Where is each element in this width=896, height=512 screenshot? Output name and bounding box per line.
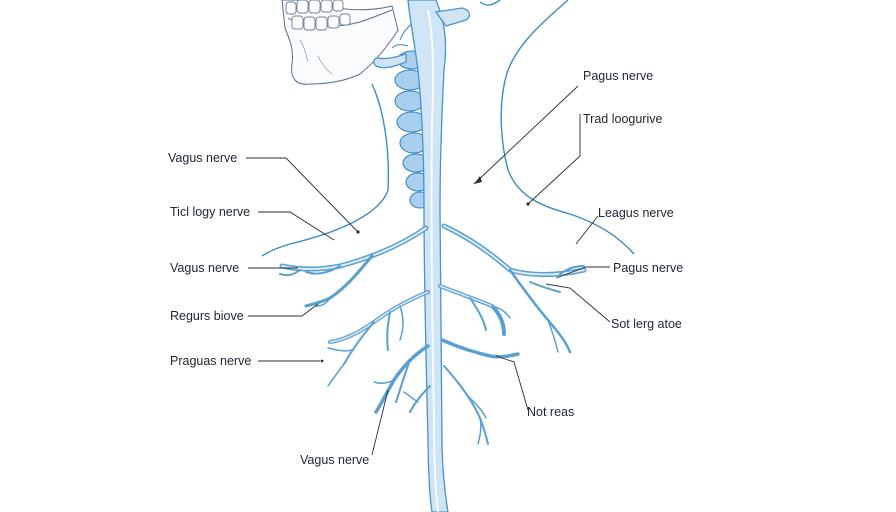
label-sot-lerg-atoe: Sot lerg atoe — [611, 317, 682, 331]
teeth — [285, 0, 351, 31]
vagus-main-trunk — [373, 0, 471, 512]
nerve-branches — [279, 223, 587, 445]
body-outline — [261, 0, 635, 257]
skull-illustration — [281, 0, 399, 85]
label-leagus-nerve: Leagus nerve — [598, 206, 674, 220]
label-pagus-nerve-1: Pagus nerve — [583, 69, 653, 83]
label-regurs-biove: Regurs biove — [170, 309, 244, 323]
label-vagus-nerve-2: Vagus nerve — [170, 261, 239, 275]
labels: Vagus nerve Ticl logy nerve Vagus nerve … — [168, 69, 683, 467]
label-vagus-nerve-bottom: Vagus nerve — [300, 453, 369, 467]
label-trad-loogurive: Trad loogurive — [583, 112, 662, 126]
label-not-reas: Not reas — [527, 405, 574, 419]
label-pagus-nerve-2: Pagus nerve — [613, 261, 683, 275]
label-praguas-nerve: Praguas nerve — [170, 354, 251, 368]
label-vagus-nerve-1: Vagus nerve — [168, 151, 237, 165]
leader-lines — [246, 85, 611, 456]
label-ticl-logy-nerve: Ticl logy nerve — [170, 205, 250, 219]
